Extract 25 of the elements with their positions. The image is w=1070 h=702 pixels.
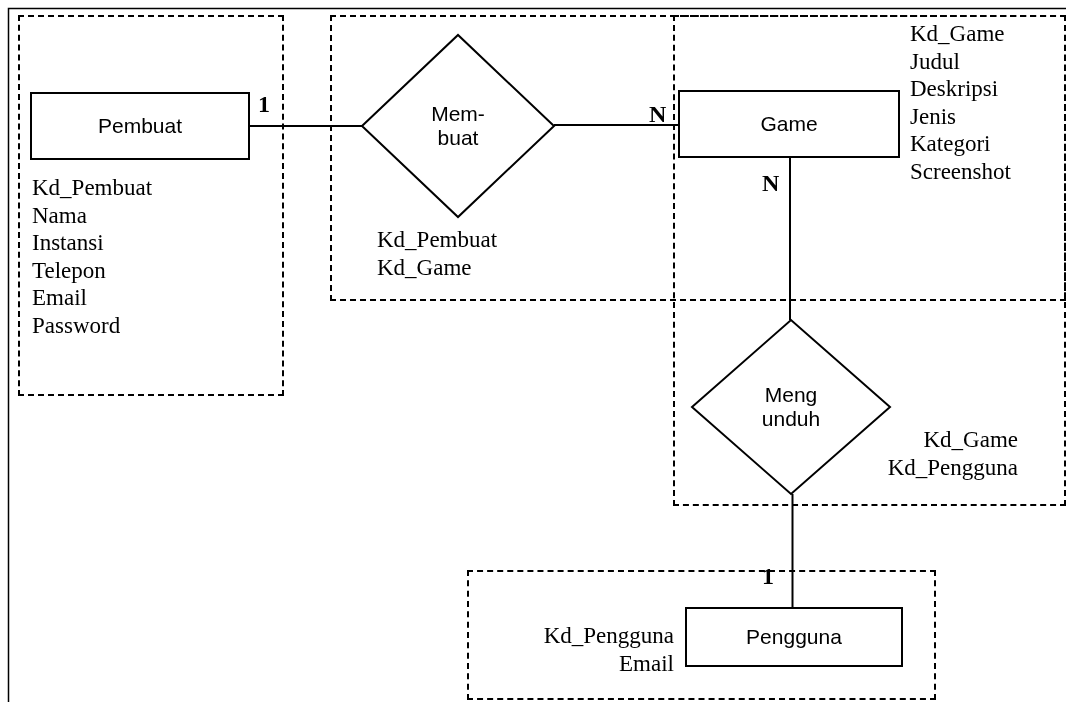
relationship-label: Meng unduh — [760, 383, 822, 431]
connector-line — [249, 125, 363, 127]
dashed-group-border — [467, 570, 936, 700]
entity-label: Pengguna — [746, 625, 842, 649]
attribute-list: Kd_Game Judul Deskripsi Jenis Kategori Screenshot — [910, 20, 1011, 185]
cardinality-label: 1 — [258, 91, 270, 118]
relationship-diamond — [362, 35, 554, 217]
cardinality-label: 1 — [762, 563, 774, 590]
connector-line — [789, 157, 791, 321]
entity-label: Pembuat — [97, 114, 183, 138]
attribute-list: Kd_Game Kd_Pengguna — [832, 426, 1018, 481]
entity-box — [30, 92, 250, 160]
connector-line — [791, 493, 794, 608]
entity-box — [685, 607, 903, 667]
connector-line — [553, 124, 679, 126]
cardinality-label: N — [649, 101, 667, 128]
attribute-list: Kd_Pengguna Email — [484, 622, 674, 677]
relationship-diamond — [692, 320, 890, 494]
entity-box — [678, 90, 900, 158]
dashed-group-border — [18, 15, 284, 396]
entity-label: Game — [760, 112, 818, 136]
cardinality-label: N — [762, 170, 780, 197]
relationship-label: Mem- buat — [430, 102, 486, 150]
attribute-list: Kd_Pembuat Kd_Game — [377, 226, 498, 281]
attribute-list: Kd_Pembuat Nama Instansi Telepon Email Password — [32, 174, 153, 339]
